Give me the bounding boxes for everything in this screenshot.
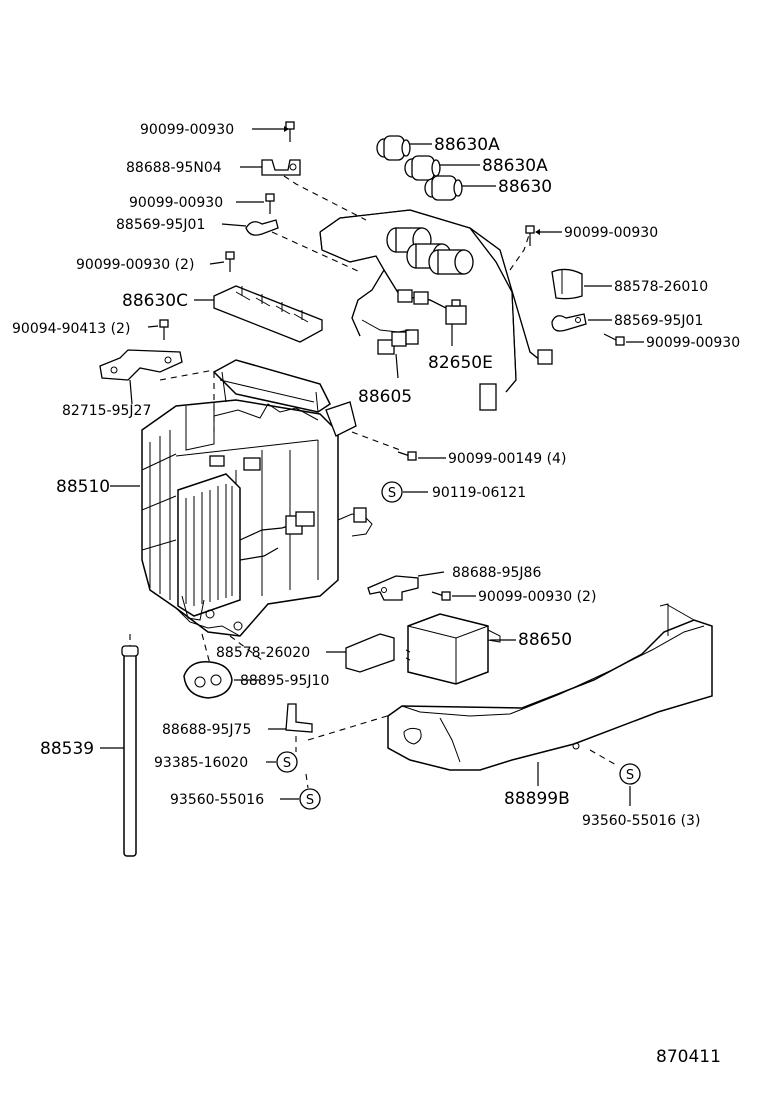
svg-text:S: S (283, 756, 291, 771)
label-88688-95j75: 88688-95J75 (162, 722, 251, 738)
screw-93560-55016-3: S (619, 763, 641, 785)
label-88569-95j01-b: 88569-95J01 (614, 313, 703, 329)
switch-88630a-2 (404, 155, 441, 181)
label-90099-00930-a: 90099-00930 (140, 122, 234, 138)
label-93560-55016: 93560-55016 (170, 792, 264, 808)
label-88539: 88539 (40, 739, 94, 759)
svg-text:S: S (388, 486, 396, 501)
bracket-82715-95j27 (99, 349, 183, 381)
label-93560-55016-3: 93560-55016 (3) (582, 813, 700, 829)
label-88630: 88630 (498, 177, 552, 197)
label-88895-95j10: 88895-95J10 (240, 673, 329, 689)
bracket-88688-95j86 (367, 575, 419, 601)
label-82650e: 82650E (428, 353, 493, 373)
label-88688-95n04: 88688-95N04 (126, 160, 222, 176)
bracket-88688-95j75 (285, 703, 313, 733)
label-88605: 88605 (358, 387, 412, 407)
bolt-90099-00149-4 (397, 451, 417, 461)
label-93385-16020: 93385-16020 (154, 755, 248, 771)
under-cover-88899b (387, 603, 713, 771)
bolt-90094-90413-2 (159, 319, 169, 340)
label-90119-06121: 90119-06121 (432, 485, 526, 501)
bracket-88630c (213, 285, 323, 343)
label-88578-26020: 88578-26020 (216, 645, 310, 661)
svg-text:S: S (306, 793, 314, 808)
label-90099-00930-b: 90099-00930 (129, 195, 223, 211)
bolt-90099-00930-right-lower (603, 333, 625, 346)
rod-88539 (121, 645, 139, 857)
insulator-88578-26020 (345, 633, 395, 673)
bolt-90099-00930-2-left (225, 251, 235, 272)
svg-text:S: S (626, 768, 634, 783)
label-88569-95j01-a: 88569-95J01 (116, 217, 205, 233)
label-88650: 88650 (518, 630, 572, 650)
label-88899b: 88899B (504, 789, 570, 809)
bolt-90099-00930-second (265, 193, 275, 214)
diagram-number: 870411 (656, 1047, 721, 1067)
switch-88630 (424, 175, 463, 201)
label-88630c: 88630C (122, 291, 188, 311)
label-82715-95j27: 82715-95J27 (62, 403, 151, 419)
cover-88578-26010 (551, 268, 583, 300)
bolt-90099-00930-right (525, 225, 535, 246)
bolt-90099-00930-top (285, 121, 295, 142)
label-90099-00930-c: 90099-00930 (564, 225, 658, 241)
heater-unit-88510 (141, 359, 373, 637)
label-88578-26010: 88578-26010 (614, 279, 708, 295)
amplifier-88650 (405, 613, 501, 685)
label-88510: 88510 (56, 477, 110, 497)
label-88630a-2: 88630A (482, 156, 548, 176)
relay-82650e (445, 299, 467, 325)
grommet-88895-95j10 (183, 661, 233, 699)
label-90099-00930-2-a: 90099-00930 (2) (76, 257, 194, 273)
label-90099-00930-2-b: 90099-00930 (2) (478, 589, 596, 605)
screw-90119-06121: S (381, 481, 403, 503)
label-90099-00149-4: 90099-00149 (4) (448, 451, 566, 467)
screw-93385-16020: S (276, 751, 298, 773)
wire-harness-88605 (319, 209, 553, 411)
switch-88630a-1 (376, 135, 411, 161)
label-90099-00930-d: 90099-00930 (646, 335, 740, 351)
clamp-88569-95j01-right (551, 313, 587, 332)
clamp-88569-95j01-left (245, 219, 279, 236)
label-88630a-1: 88630A (434, 135, 500, 155)
label-90094-90413-2: 90094-90413 (2) (12, 321, 130, 337)
screw-93560-55016: S (299, 788, 321, 810)
clamp-88688-95n04 (261, 159, 301, 176)
label-88688-95j86: 88688-95J86 (452, 565, 541, 581)
bolt-90099-00930-2-mid (431, 591, 451, 601)
